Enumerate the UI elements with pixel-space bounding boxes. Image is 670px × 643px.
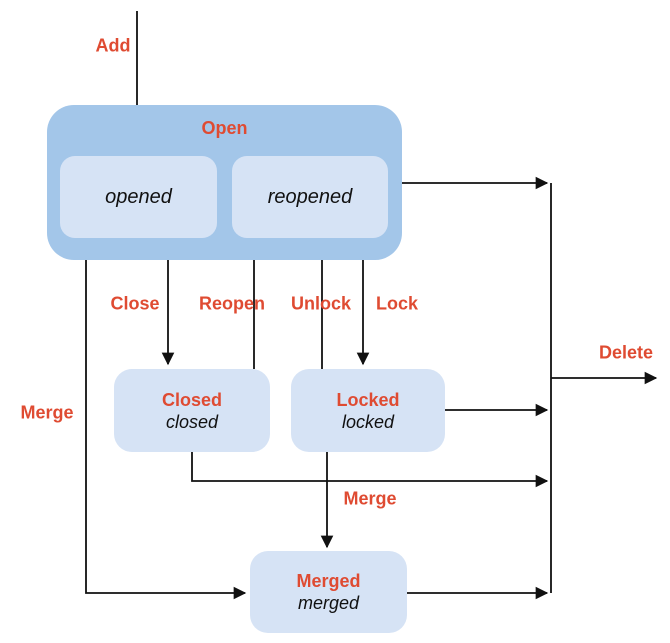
label-merge-left: Merge — [20, 402, 74, 423]
state-locked-title: Locked — [336, 389, 400, 410]
substate-reopened-label: reopened — [267, 185, 353, 208]
substate-reopened: reopened — [232, 156, 388, 238]
state-merged-title: Merged — [296, 571, 361, 591]
state-closed-code: closed — [165, 411, 219, 432]
label-merge-middle: Merge — [343, 488, 397, 509]
state-merged-code: merged — [297, 593, 360, 613]
label-delete: Delete — [598, 342, 654, 363]
label-unlock: Unlock — [290, 293, 352, 314]
state-open: Open opened reopened — [47, 105, 402, 260]
state-closed-title: Closed — [161, 389, 222, 410]
edge-closed-to-delete — [191, 452, 549, 488]
substate-opened: opened — [60, 156, 217, 238]
label-close: Close — [110, 293, 160, 314]
state-merged: Merged merged — [250, 551, 407, 633]
edge-merge-left — [85, 260, 247, 600]
label-lock: Lock — [375, 293, 419, 314]
state-open-label: Open — [201, 118, 248, 138]
state-locked: Locked locked — [291, 369, 445, 452]
state-closed: Closed closed — [114, 369, 270, 452]
substate-opened-label: opened — [105, 185, 172, 208]
state-locked-code: locked — [341, 411, 395, 432]
label-reopen: Reopen — [198, 293, 266, 314]
label-add: Add — [95, 35, 131, 56]
